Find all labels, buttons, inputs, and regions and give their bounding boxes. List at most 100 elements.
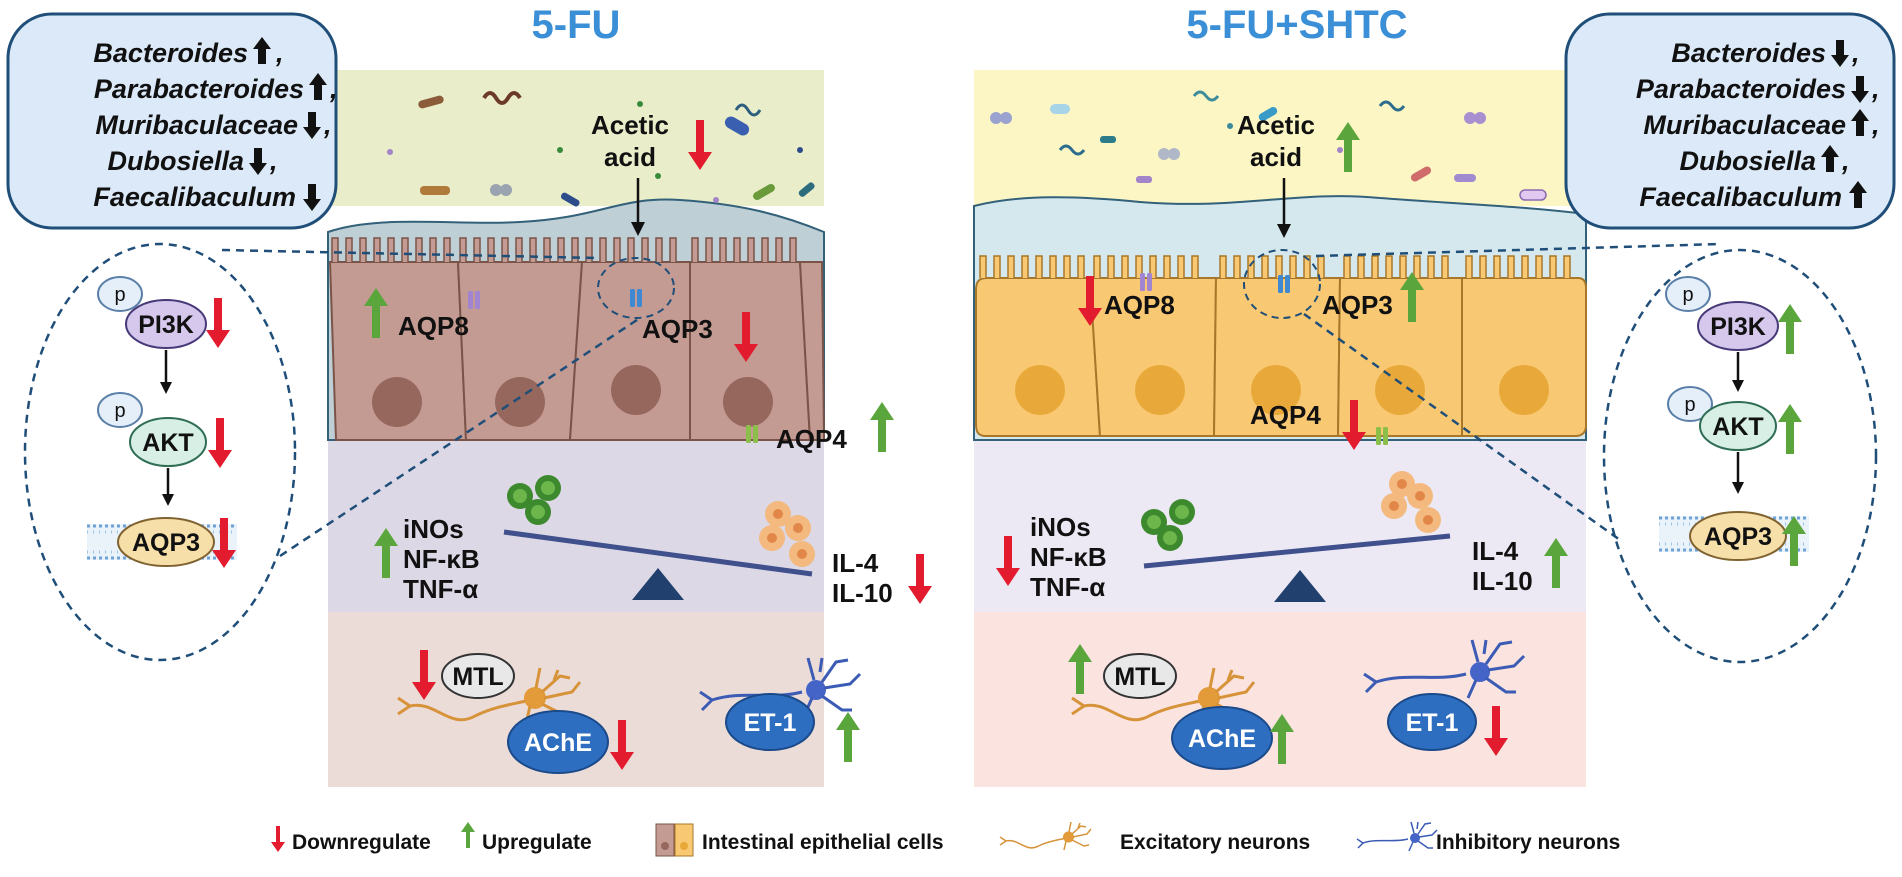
legend-cells: Intestinal epithelial cells: [702, 831, 944, 854]
bacteria-right-3: Dubosiella: [1679, 146, 1816, 176]
il10-label-right: IL-10: [1472, 566, 1533, 596]
svg-text:,: ,: [323, 110, 332, 140]
bacteria-icon: [387, 91, 815, 207]
ache-label-right: AChE: [1188, 725, 1256, 753]
left-panel: Acetic acid AQP8 AQP3 AQP4 iNOs NF-κB TN…: [327, 70, 932, 787]
p-label-left-2: p: [114, 400, 125, 422]
pathway-right: p PI3K p AKT AQP3: [1657, 276, 1811, 566]
aqp4-label-right: AQP4: [1250, 400, 1321, 430]
svg-text:,: ,: [269, 146, 278, 176]
bacteria-left-2: Muribaculaceae: [95, 110, 298, 140]
legend-down: Downregulate: [292, 831, 431, 854]
excitatory-neuron-icon: [999, 821, 1092, 851]
svg-text:,: ,: [1871, 74, 1880, 104]
pi3k-label-right: PI3K: [1710, 313, 1766, 341]
tnfa-label-left: TNF-α: [403, 574, 478, 604]
aqp8-label-left: AQP8: [398, 311, 469, 341]
up-arrow-icon: [1778, 304, 1802, 354]
title-5fu-shtc: 5-FU+SHTC: [1186, 3, 1407, 47]
inhibitory-neuron-icon: [1356, 821, 1438, 852]
epithelial-cells-right: [975, 255, 1587, 437]
il4-label-left: IL-4: [832, 548, 879, 578]
et1-label-left: ET-1: [744, 709, 797, 737]
up-arrow-icon: [1778, 404, 1802, 454]
immune-band-right: [974, 440, 1586, 612]
bacteria-right-4: Faecalibaculum: [1639, 182, 1842, 212]
akt-label-right: AKT: [1712, 413, 1763, 441]
lumen-left: [328, 70, 824, 206]
acetic-label-right: Acetic: [1237, 110, 1315, 140]
aqp3-node-right: [1689, 511, 1787, 561]
down-arrow-icon: [208, 418, 232, 468]
zoom-circle-right: [1243, 249, 1321, 319]
nfkb-label-right: NF-κB: [1030, 542, 1107, 572]
ache-node-left: [507, 710, 609, 774]
svg-text:,: ,: [1841, 146, 1850, 176]
up-arrow-icon: [836, 712, 860, 762]
pi3k-label-left: PI3K: [138, 311, 194, 339]
down-arrow-icon: [206, 298, 230, 348]
inos-label-left: iNOs: [403, 514, 464, 544]
inos-label-right: iNOs: [1030, 512, 1091, 542]
legend-excitatory: Excitatory neurons: [1120, 831, 1310, 854]
bacteria-left-3: Dubosiella: [107, 146, 244, 176]
down-arrow-icon: [271, 826, 285, 852]
bacteria-box-left: Bacteroides , Parabacteroides , Muribacu…: [6, 12, 338, 230]
bacteria-right-1: Parabacteroides: [1636, 74, 1846, 104]
akt-label-left: AKT: [142, 429, 193, 457]
up-arrow-icon: [870, 402, 894, 452]
lumen-right: [974, 70, 1586, 206]
acetic-label-left: Acetic: [591, 110, 669, 140]
et1-node-left: [725, 693, 815, 751]
mtl-label-left: MTL: [452, 663, 503, 691]
mtl-node-right: [1103, 653, 1177, 699]
ache-node-right: [1171, 706, 1273, 770]
immune-cell-icon: [759, 525, 785, 551]
balance-beam-left: [503, 529, 813, 577]
p-label-left-1: p: [114, 284, 125, 306]
legend-up: Upregulate: [482, 831, 592, 854]
bacteria-icon: [990, 90, 1547, 201]
tnfa-label-right: TNF-α: [1030, 572, 1105, 602]
akt-node-left: [129, 417, 207, 467]
aqp3-pathway-label-right: AQP3: [1704, 523, 1772, 551]
up-arrow-icon: [461, 822, 475, 848]
balance-beam-right: [1143, 533, 1451, 569]
bacteria-right-0: Bacteroides: [1671, 38, 1826, 68]
zoom-connectors: [23, 242, 1878, 664]
aqp3-pathway-label-left: AQP3: [132, 529, 200, 557]
legend-inhibitory: Inhibitory neurons: [1436, 831, 1620, 854]
il4-label-right: IL-4: [1472, 536, 1519, 566]
bacteria-left-0: Bacteroides: [93, 38, 248, 68]
p-label-right-1: p: [1682, 284, 1693, 306]
et1-node-right: [1387, 693, 1477, 751]
nfkb-label-left: NF-κB: [403, 544, 480, 574]
bacteria-right-2: Muribaculaceae: [1643, 110, 1846, 140]
balance-scale-icon: [632, 568, 684, 600]
bacteria-left-4: Faecalibaculum: [93, 182, 296, 212]
right-panel: Acetic acid AQP8 AQP3 AQP4 iNOs NF-κB TN…: [973, 70, 1587, 787]
down-arrow-icon: [908, 554, 932, 604]
svg-text:,: ,: [329, 74, 338, 104]
bacteria-left-1: Parabacteroides: [94, 74, 304, 104]
aqp8-label-right: AQP8: [1104, 290, 1175, 320]
svg-text:,: ,: [275, 38, 284, 68]
epithelial-cell-icon: [655, 823, 694, 857]
et1-label-right: ET-1: [1406, 709, 1459, 737]
mtl-node-left: [441, 653, 515, 699]
acid-label-left: acid: [604, 142, 656, 172]
svg-text:,: ,: [1851, 38, 1860, 68]
akt-node-right: [1699, 401, 1777, 451]
il10-label-left: IL-10: [832, 578, 893, 608]
pi3k-node-left: [125, 299, 207, 349]
title-5fu: 5-FU: [532, 3, 621, 47]
zoom-circle-left: [597, 257, 675, 319]
aqp4-label-left: AQP4: [776, 424, 847, 454]
bacteria-box-right: Bacteroides , Parabacteroides , Muribacu…: [1564, 12, 1896, 230]
pi3k-node-right: [1697, 301, 1779, 351]
p-label-right-2: p: [1684, 394, 1695, 416]
acid-label-right: acid: [1250, 142, 1302, 172]
aqp3-label-right: AQP3: [1322, 290, 1393, 320]
